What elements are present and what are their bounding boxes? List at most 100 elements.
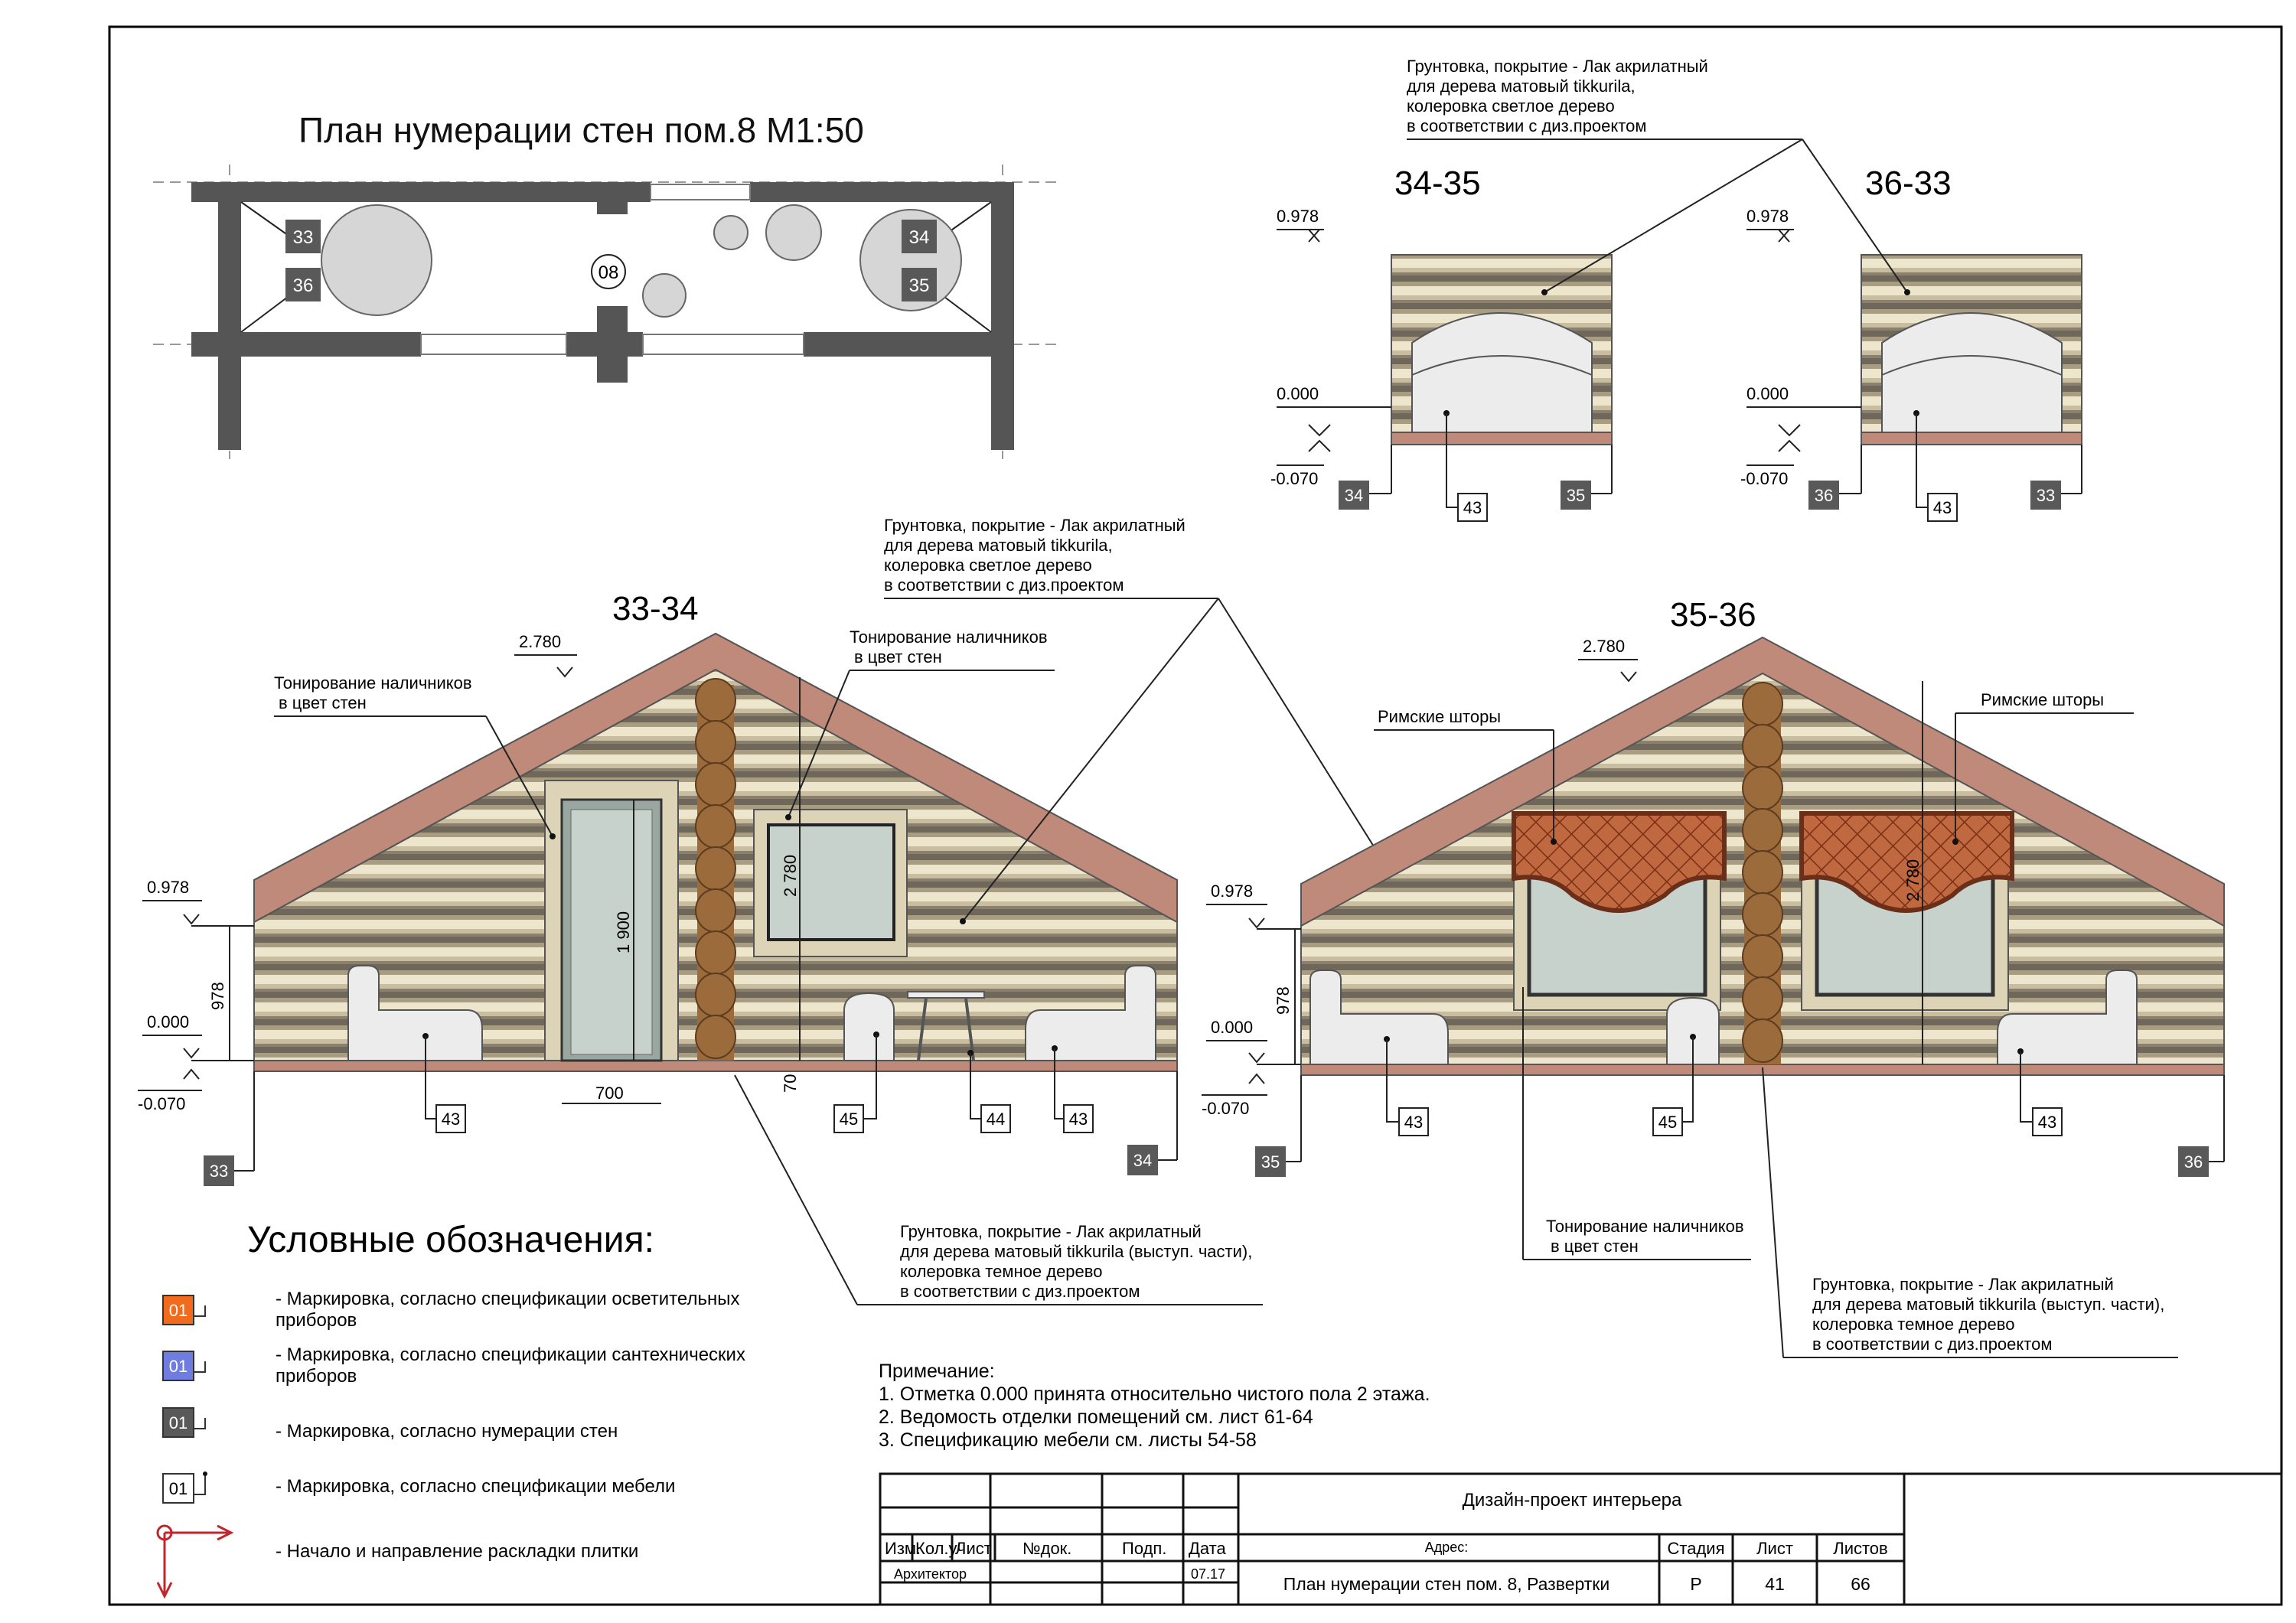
svg-text:43: 43 — [1404, 1113, 1423, 1132]
finish-note-top: Грунтовка, покрытие - Лак акрилатный для… — [1407, 57, 1910, 295]
level-35-36-minus: -0.070 — [1202, 1099, 1249, 1118]
svg-text:Подп.: Подп. — [1122, 1539, 1166, 1558]
svg-text:в соответствии с диз.проектом: в соответствии с диз.проектом — [1407, 116, 1646, 135]
svg-text:33: 33 — [210, 1162, 228, 1181]
svg-text:41: 41 — [1765, 1574, 1785, 1594]
level-35-36-top-high: 2.780 — [1583, 637, 1625, 656]
svg-text:Стадия: Стадия — [1668, 1539, 1725, 1558]
svg-text:Тонирование наличников: Тонирование наличников — [274, 673, 472, 693]
legend-item-wall-numbering: 01 - Маркировка, согласно нумерации стен — [162, 1407, 618, 1442]
svg-text:43: 43 — [1463, 498, 1482, 517]
legend-item-lighting: 01 - Маркировка, согласно спецификации о… — [162, 1289, 739, 1331]
elevation-34-35: 34-35 0.978 0.000 -0.070 34 35 43 — [1270, 165, 1613, 522]
svg-text:в соответствии с диз.проектом: в соответствии с диз.проектом — [900, 1282, 1140, 1301]
svg-text:- Маркировка, согласно нумерац: - Маркировка, согласно нумерации стен — [276, 1421, 618, 1442]
trim-note-left: Тонирование наличников в цвет стен — [274, 673, 556, 839]
notes-title: Примечание: — [879, 1361, 995, 1382]
elevation-33-34: 33-34 — [138, 590, 1178, 1186]
notes: Примечание: 1. Отметка 0.000 принята отн… — [879, 1361, 1430, 1451]
svg-text:в цвет стен: в цвет стен — [1551, 1237, 1639, 1256]
legend-title: Условные обозначения: — [247, 1220, 654, 1260]
level-35-36-zero: 0.000 — [1211, 1018, 1253, 1037]
wall-numbering-plan: План нумерации стен пом.8 М1:50 — [153, 110, 1056, 459]
furniture-mark-45: 45 — [1652, 1107, 1683, 1136]
plan-title: План нумерации стен пом.8 М1:50 — [298, 110, 864, 150]
svg-text:колеровка светлое дерево: колеровка светлое дерево — [884, 556, 1092, 575]
title-block-text: Дизайн-проект интерьера Адрес: Изм. Кол.… — [885, 1490, 1888, 1594]
elevation-36-33: 36-33 0.978 0.000 -0.070 36 33 43 — [1740, 165, 2082, 522]
svg-text:36: 36 — [293, 275, 314, 296]
svg-text:44: 44 — [987, 1110, 1005, 1129]
svg-text:43: 43 — [1933, 498, 1952, 517]
plan-wall-mark-35: 35 — [902, 268, 937, 301]
svg-text:01: 01 — [169, 1357, 188, 1376]
svg-text:приборов: приборов — [276, 1310, 357, 1331]
svg-text:2. Ведомость отделки помещений: 2. Ведомость отделки помещений см. лист … — [879, 1406, 1313, 1428]
svg-text:36: 36 — [2184, 1152, 2203, 1172]
svg-text:01: 01 — [169, 1301, 188, 1320]
svg-text:- Маркировка, согласно специфи: - Маркировка, согласно спецификации мебе… — [276, 1476, 675, 1497]
level-34-35-minus: -0.070 — [1270, 469, 1318, 488]
elevation-title-33-34: 33-34 — [612, 590, 699, 627]
legend-item-tile-start: - Начало и направление раскладки плитки — [156, 1524, 638, 1599]
wall-mark-34: 34 — [1127, 1145, 1158, 1175]
trim-note-center: Тонирование наличников в цвет стен — [785, 627, 1055, 820]
roman-blinds-note-right: Римские шторы — [1952, 690, 2134, 845]
plan-wall-mark-33: 33 — [285, 220, 321, 253]
dim-700: 700 — [595, 1084, 624, 1103]
svg-text:35: 35 — [1261, 1152, 1280, 1172]
svg-text:01: 01 — [169, 1479, 188, 1498]
svg-text:33: 33 — [2037, 486, 2055, 505]
svg-text:Грунтовка, покрытие - Лак акри: Грунтовка, покрытие - Лак акрилатный — [1407, 57, 1708, 76]
svg-text:Тонирование наличников: Тонирование наличников — [1546, 1217, 1744, 1236]
wall-mark-35: 35 — [1561, 481, 1591, 510]
room-number-circle — [591, 254, 626, 289]
title-block — [879, 1472, 2283, 1606]
svg-text:приборов: приборов — [276, 1366, 357, 1387]
svg-text:45: 45 — [840, 1110, 858, 1129]
svg-text:Грунтовка, покрытие - Лак акри: Грунтовка, покрытие - Лак акрилатный — [884, 516, 1186, 535]
svg-text:Архитектор: Архитектор — [894, 1566, 967, 1582]
svg-text:- Маркировка, согласно специфи: - Маркировка, согласно спецификации осве… — [276, 1289, 739, 1309]
dim-2780: 2 780 — [1903, 859, 1923, 901]
wall-mark-34: 34 — [1339, 481, 1369, 510]
svg-text:для дерева матовый tikkurila (: для дерева матовый tikkurila (выступ. ча… — [900, 1242, 1252, 1261]
furniture-mark-43: 43 — [435, 1104, 466, 1133]
svg-text:колеровка светлое дерево: колеровка светлое дерево — [1407, 96, 1615, 116]
svg-text:34: 34 — [1133, 1151, 1152, 1170]
log-column — [695, 678, 736, 1061]
svg-text:43: 43 — [1069, 1110, 1088, 1129]
svg-text:для дерева матовый tikkurila,: для дерева матовый tikkurila, — [884, 536, 1113, 555]
svg-text:для дерева матовый tikkurila (: для дерева матовый tikkurila (выступ. ча… — [1812, 1295, 2164, 1314]
svg-text:в соответствии с диз.проектом: в соответствии с диз.проектом — [1812, 1335, 2052, 1354]
level-33-34-zero: 0.000 — [147, 1012, 189, 1031]
dark-finish-note-center: Грунтовка, покрытие - Лак акрилатный для… — [734, 1074, 1263, 1305]
svg-text:Римские шторы: Римские шторы — [1981, 690, 2104, 709]
level-33-34-top-high: 2.780 — [519, 632, 561, 651]
svg-text:01: 01 — [169, 1413, 188, 1432]
wall-mark-36: 36 — [2178, 1146, 2209, 1177]
furniture-mark-43: 43 — [1063, 1104, 1094, 1133]
level-36-33-minus: -0.070 — [1740, 469, 1788, 488]
svg-text:Кол.уч.: Кол.уч. — [915, 1539, 970, 1558]
room-number: 08 — [598, 262, 619, 283]
svg-text:в цвет стен: в цвет стен — [854, 647, 942, 666]
level-34-35-top: 0.978 — [1277, 207, 1319, 226]
svg-text:43: 43 — [442, 1110, 460, 1129]
roman-blind-right — [1799, 811, 2014, 913]
plan-wall-mark-34: 34 — [902, 220, 937, 253]
legend-item-plumbing: 01 - Маркировка, согласно спецификации с… — [162, 1344, 745, 1387]
sheet-title: План нумерации стен пом. 8, Развертки — [1283, 1574, 1609, 1594]
svg-text:Тонирование наличников: Тонирование наличников — [850, 627, 1048, 647]
furniture-mark-43: 43 — [2032, 1107, 2063, 1136]
wall-mark-35: 35 — [1255, 1146, 1286, 1177]
elevation-title-35-36: 35-36 — [1670, 596, 1756, 634]
svg-text:колеровка темное дерево: колеровка темное дерево — [900, 1262, 1102, 1281]
level-36-33-zero: 0.000 — [1746, 384, 1789, 403]
roman-blind-left — [1512, 811, 1727, 913]
svg-text:Грунтовка, покрытие - Лак акри: Грунтовка, покрытие - Лак акрилатный — [900, 1222, 1202, 1241]
level-33-34-top: 0.978 — [147, 878, 189, 897]
wall-mark-36: 36 — [1808, 481, 1839, 510]
furniture-mark-45: 45 — [833, 1104, 864, 1133]
